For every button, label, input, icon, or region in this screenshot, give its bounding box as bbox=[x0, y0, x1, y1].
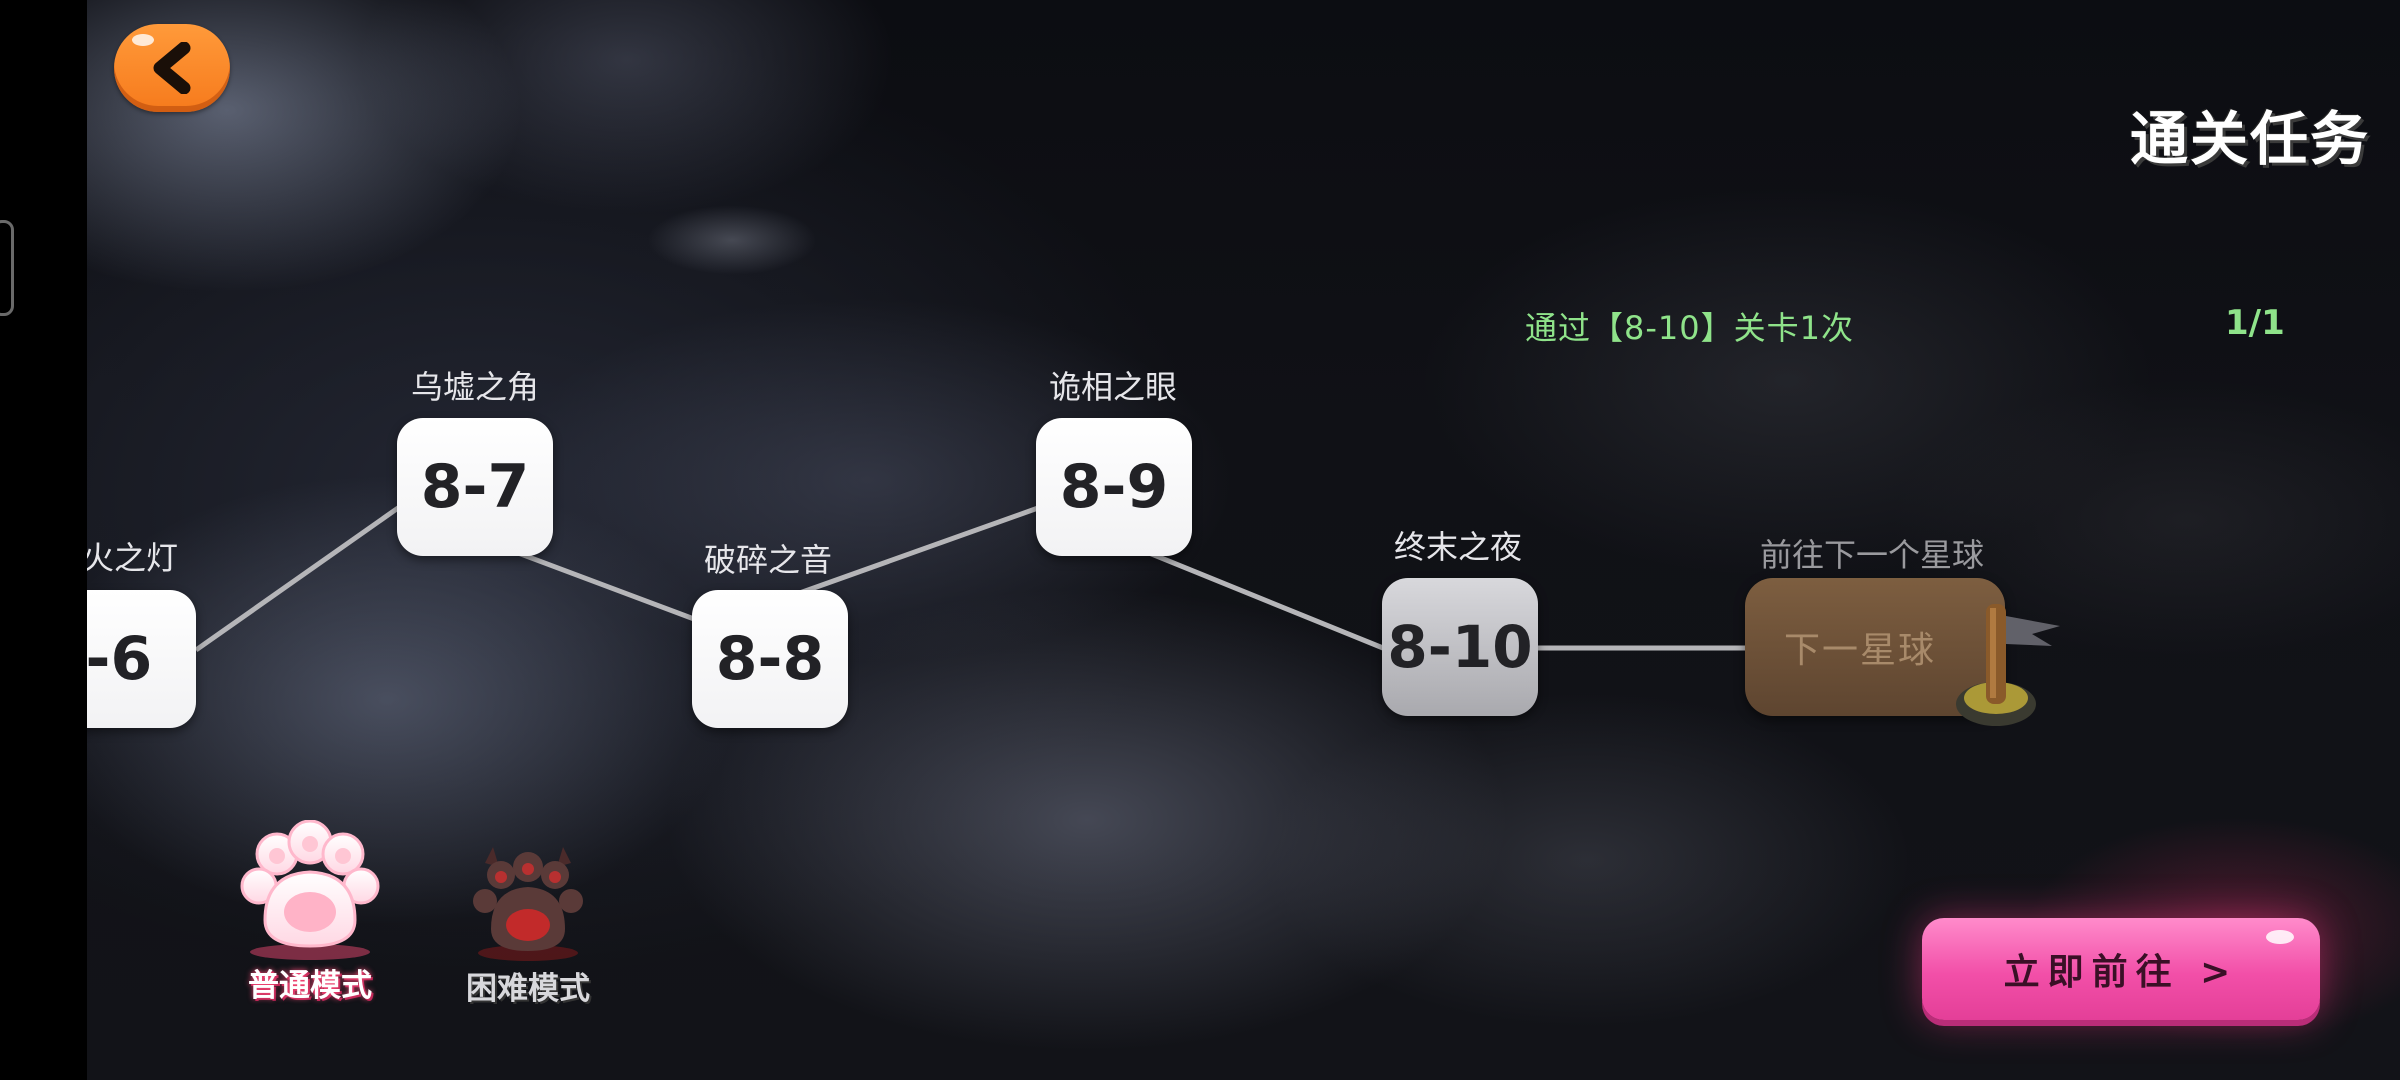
level-number: 8-7 bbox=[420, 452, 530, 522]
background-cloud bbox=[647, 205, 817, 275]
paw-icon bbox=[240, 820, 380, 960]
chevron-left-icon bbox=[153, 42, 191, 94]
normal-mode-label: 普通模式 bbox=[248, 968, 372, 1004]
demon-paw-icon bbox=[473, 847, 583, 961]
level-name-8-6: 火之灯 bbox=[81, 539, 179, 577]
back-button[interactable] bbox=[114, 24, 230, 112]
level-number: 8-10 bbox=[1387, 613, 1533, 681]
next-planet-title: 前往下一个星球 bbox=[1759, 536, 1985, 574]
level-number: 8-9 bbox=[1059, 452, 1169, 522]
go-now-button[interactable]: 立即前往 > bbox=[1922, 918, 2320, 1020]
button-shine bbox=[2266, 930, 2294, 944]
flag-icon bbox=[1956, 604, 2060, 726]
normal-mode-button[interactable]: 普通模式 bbox=[225, 820, 395, 1005]
level-node-8-10[interactable]: 8-10 bbox=[1382, 578, 1538, 716]
mission-description: 通过【8-10】关卡1次 bbox=[1525, 309, 1854, 347]
hard-mode-label: 困难模式 bbox=[466, 971, 590, 1007]
mission-progress: 1/1 bbox=[2225, 303, 2285, 343]
side-notch-handle bbox=[0, 220, 14, 316]
next-planet-label: 下一星球 bbox=[1783, 630, 1936, 671]
level-name-8-7: 乌墟之角 bbox=[410, 368, 540, 406]
level-node-8-8[interactable]: 8-8 bbox=[692, 590, 848, 728]
level-name-8-8: 破碎之音 bbox=[703, 541, 833, 579]
level-name-8-9: 诡相之眼 bbox=[1048, 368, 1178, 406]
level-number: 8-8 bbox=[715, 624, 825, 694]
level-name-8-10: 终末之夜 bbox=[1393, 528, 1523, 566]
level-node-8-9[interactable]: 8-9 bbox=[1036, 418, 1192, 556]
system-side-bar bbox=[0, 0, 87, 1080]
mission-title: 通关任务 bbox=[2130, 105, 2371, 173]
level-node-8-7[interactable]: 8-7 bbox=[397, 418, 553, 556]
button-shine bbox=[132, 34, 154, 46]
hard-mode-button[interactable]: 困难模式 bbox=[448, 845, 608, 1008]
go-now-label: 立即前往 > bbox=[2003, 952, 2239, 993]
